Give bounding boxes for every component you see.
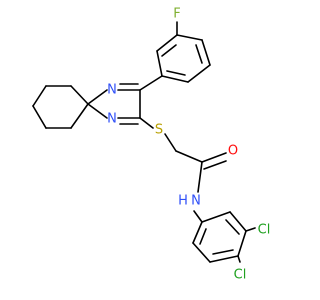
dichlorophenyl-ring bbox=[192, 211, 256, 263]
amide-hydrogen-label: H bbox=[178, 194, 188, 209]
fluorophenyl-ring bbox=[139, 21, 211, 91]
oxygen-label: O bbox=[228, 144, 238, 159]
chlorine-label-2: Cl bbox=[234, 268, 247, 283]
fluorine-label: F bbox=[173, 7, 180, 22]
atom-labels: F N N S O N H Cl Cl bbox=[107, 7, 270, 283]
thioacetamide-chain bbox=[139, 117, 227, 223]
sulfur-label: S bbox=[155, 123, 163, 138]
cyclohexane-ring bbox=[32, 85, 89, 129]
imine-nitrogen-top-label: N bbox=[107, 83, 117, 98]
molecule-structure-diagram: F N N S O N H Cl Cl bbox=[32, 6, 271, 283]
amide-nitrogen-label: N bbox=[191, 194, 201, 209]
chlorine-label-1: Cl bbox=[258, 223, 271, 238]
imine-nitrogen-bottom-label: N bbox=[107, 112, 117, 127]
diaza-spiro-ring bbox=[87, 83, 141, 125]
